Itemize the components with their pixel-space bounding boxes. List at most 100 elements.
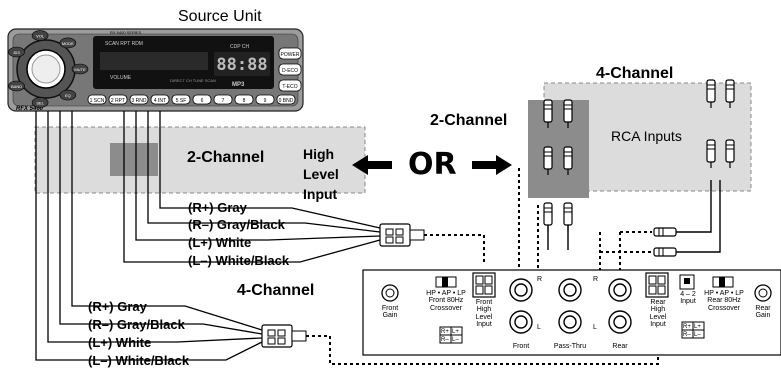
- rear-pin-l-plus: L+: [694, 324, 701, 330]
- preset-button-7: 7: [213, 94, 233, 105]
- preset-button-3: 3 RND: [129, 94, 149, 105]
- preset-button-4: 4 INT: [150, 94, 170, 105]
- right-two-channel-block: [528, 100, 589, 198]
- left-two-channel-zone: [34, 126, 366, 194]
- rear-pin-l-minus: L–: [694, 332, 701, 338]
- wire-4ch-l-minus-label: (L–) White/Black: [88, 353, 190, 368]
- high-level-input-label-2: Level: [303, 166, 339, 182]
- wires: [35, 111, 381, 361]
- wire-4ch-r-plus-label: (R+) Gray: [88, 299, 147, 314]
- svg-text:DIRECT CH TUNE SCAN: DIRECT CH TUNE SCAN: [170, 78, 216, 83]
- passthru-l-mark: L: [593, 324, 597, 331]
- svg-text:5 SF: 5 SF: [176, 98, 187, 104]
- two-channel-left-label: 2-Channel: [187, 149, 265, 166]
- knob-button-2: VOL: [31, 30, 49, 41]
- rca-plug-4ch-top-2: [725, 79, 735, 108]
- rca-plug-4ch-side-2: [653, 247, 677, 257]
- preset-button-6: 6: [192, 94, 212, 105]
- knob-button-7: BAND: [8, 80, 25, 92]
- svg-text:SCAN RPT RDM: SCAN RPT RDM: [105, 41, 143, 47]
- rear-jack-label: Rear: [612, 343, 628, 350]
- svg-text:9: 9: [264, 98, 267, 104]
- svg-text:CDP CH: CDP CH: [230, 44, 249, 50]
- or-label: OR: [408, 147, 457, 182]
- svg-text:7: 7: [222, 98, 225, 104]
- svg-text:3 RND: 3 RND: [131, 98, 146, 104]
- or-arrows: [352, 155, 512, 175]
- rca-plug-4ch-mid-2: [725, 139, 735, 168]
- front-pin-r-minus: R–: [441, 337, 449, 343]
- wire-2ch-l-minus-label: (L–) White/Black: [188, 253, 290, 268]
- svg-text:6: 6: [201, 98, 204, 104]
- source-unit: 88:88 SCAN RPT RDM VOLUME DIRECT CH TUNE…: [7, 28, 304, 112]
- svg-text:0 BND: 0 BND: [279, 98, 294, 104]
- four-channel-top-label: 4-Channel: [596, 65, 674, 82]
- preset-button-8: 8: [234, 94, 254, 105]
- svg-text:SEL: SEL: [36, 100, 44, 105]
- high-level-input-label-1: High: [303, 146, 335, 162]
- knob-button-6: SEL: [31, 97, 49, 108]
- connector-2ch: [379, 223, 425, 247]
- connector-4ch: [261, 324, 307, 348]
- right-button-3: T-ECO: [278, 79, 302, 92]
- preset-buttons: 1 SCN 2 RPT 3 RND 4 INT 5 SF 6 7 8 9 0 BND: [87, 94, 296, 105]
- svg-text:4 INT: 4 INT: [154, 98, 166, 104]
- two-channel-right-label: 2-Channel: [430, 112, 508, 129]
- svg-text:BAND: BAND: [11, 84, 22, 89]
- svg-text:T-ECO: T-ECO: [282, 84, 297, 90]
- passthru-jack-label: Pass-Thru: [553, 343, 587, 350]
- svg-text:D-ECO: D-ECO: [282, 68, 298, 74]
- four-channel-bottom-label: 4-Channel: [237, 282, 315, 299]
- knob-buttons: ID3 VOL MODE MUTE EQ SEL BAND: [8, 30, 89, 108]
- svg-text:MODE: MODE: [62, 41, 74, 46]
- rca-plug-2ch-top-2: [563, 99, 573, 128]
- rear-pin-r-minus: R–: [683, 332, 691, 338]
- knob-button-1: ID3: [8, 46, 25, 58]
- rca-plug-2ch-bot-2: [563, 202, 573, 231]
- display-seg: 88:88: [216, 55, 267, 75]
- svg-text:VOL: VOL: [36, 34, 45, 39]
- rca-plug-4ch-mid-1: [706, 139, 716, 168]
- svg-text:8: 8: [243, 98, 246, 104]
- rca-plug-2ch-top-1: [543, 99, 553, 128]
- knob-button-4: MUTE: [71, 63, 89, 75]
- preset-button-9: 9: [255, 94, 275, 105]
- front-r-mark: R: [537, 276, 543, 283]
- svg-text:ID3: ID3: [13, 50, 20, 55]
- svg-text:MP3: MP3: [232, 82, 245, 88]
- svg-text:MUTE: MUTE: [74, 67, 86, 72]
- wire-4ch-l-plus-label: (L+) White: [88, 335, 152, 350]
- amplifier-panel: [362, 269, 781, 356]
- knob-button-5: EQ: [59, 89, 77, 101]
- front-pin-l-plus: L+: [452, 329, 459, 335]
- front-jack-label: Front: [512, 343, 530, 350]
- rear-pin-r-plus: R+: [683, 324, 691, 330]
- rca-plugs: [543, 79, 735, 257]
- preset-button-10: 0 BND: [276, 94, 296, 105]
- svg-text:2 RPT: 2 RPT: [111, 98, 125, 104]
- model-label: RFX 5460: [16, 106, 44, 112]
- rca-plug-4ch-top-1: [706, 79, 716, 108]
- svg-text:RX 6400 SERIES: RX 6400 SERIES: [110, 30, 142, 35]
- passthru-r-mark: R: [593, 276, 599, 283]
- svg-text:VOLUME: VOLUME: [110, 75, 132, 81]
- preset-button-5: 5 SF: [171, 94, 191, 105]
- rca-plug-2ch-bot-1: [543, 202, 553, 231]
- wire-2ch-r-plus-label: (R+) Gray: [188, 200, 247, 215]
- knob-button-3: MODE: [59, 37, 77, 49]
- preset-button-1: 1 SCN: [87, 94, 107, 105]
- left-two-channel-block: [110, 143, 158, 176]
- front-pin-r-plus: R+: [441, 329, 449, 335]
- front-pin-l-minus: L–: [452, 337, 459, 343]
- svg-text:1 SCN: 1 SCN: [90, 98, 105, 104]
- preset-button-2: 2 RPT: [108, 94, 128, 105]
- high-level-input-label-3: Input: [303, 186, 338, 202]
- rca-plug-4ch-side-1: [653, 227, 677, 237]
